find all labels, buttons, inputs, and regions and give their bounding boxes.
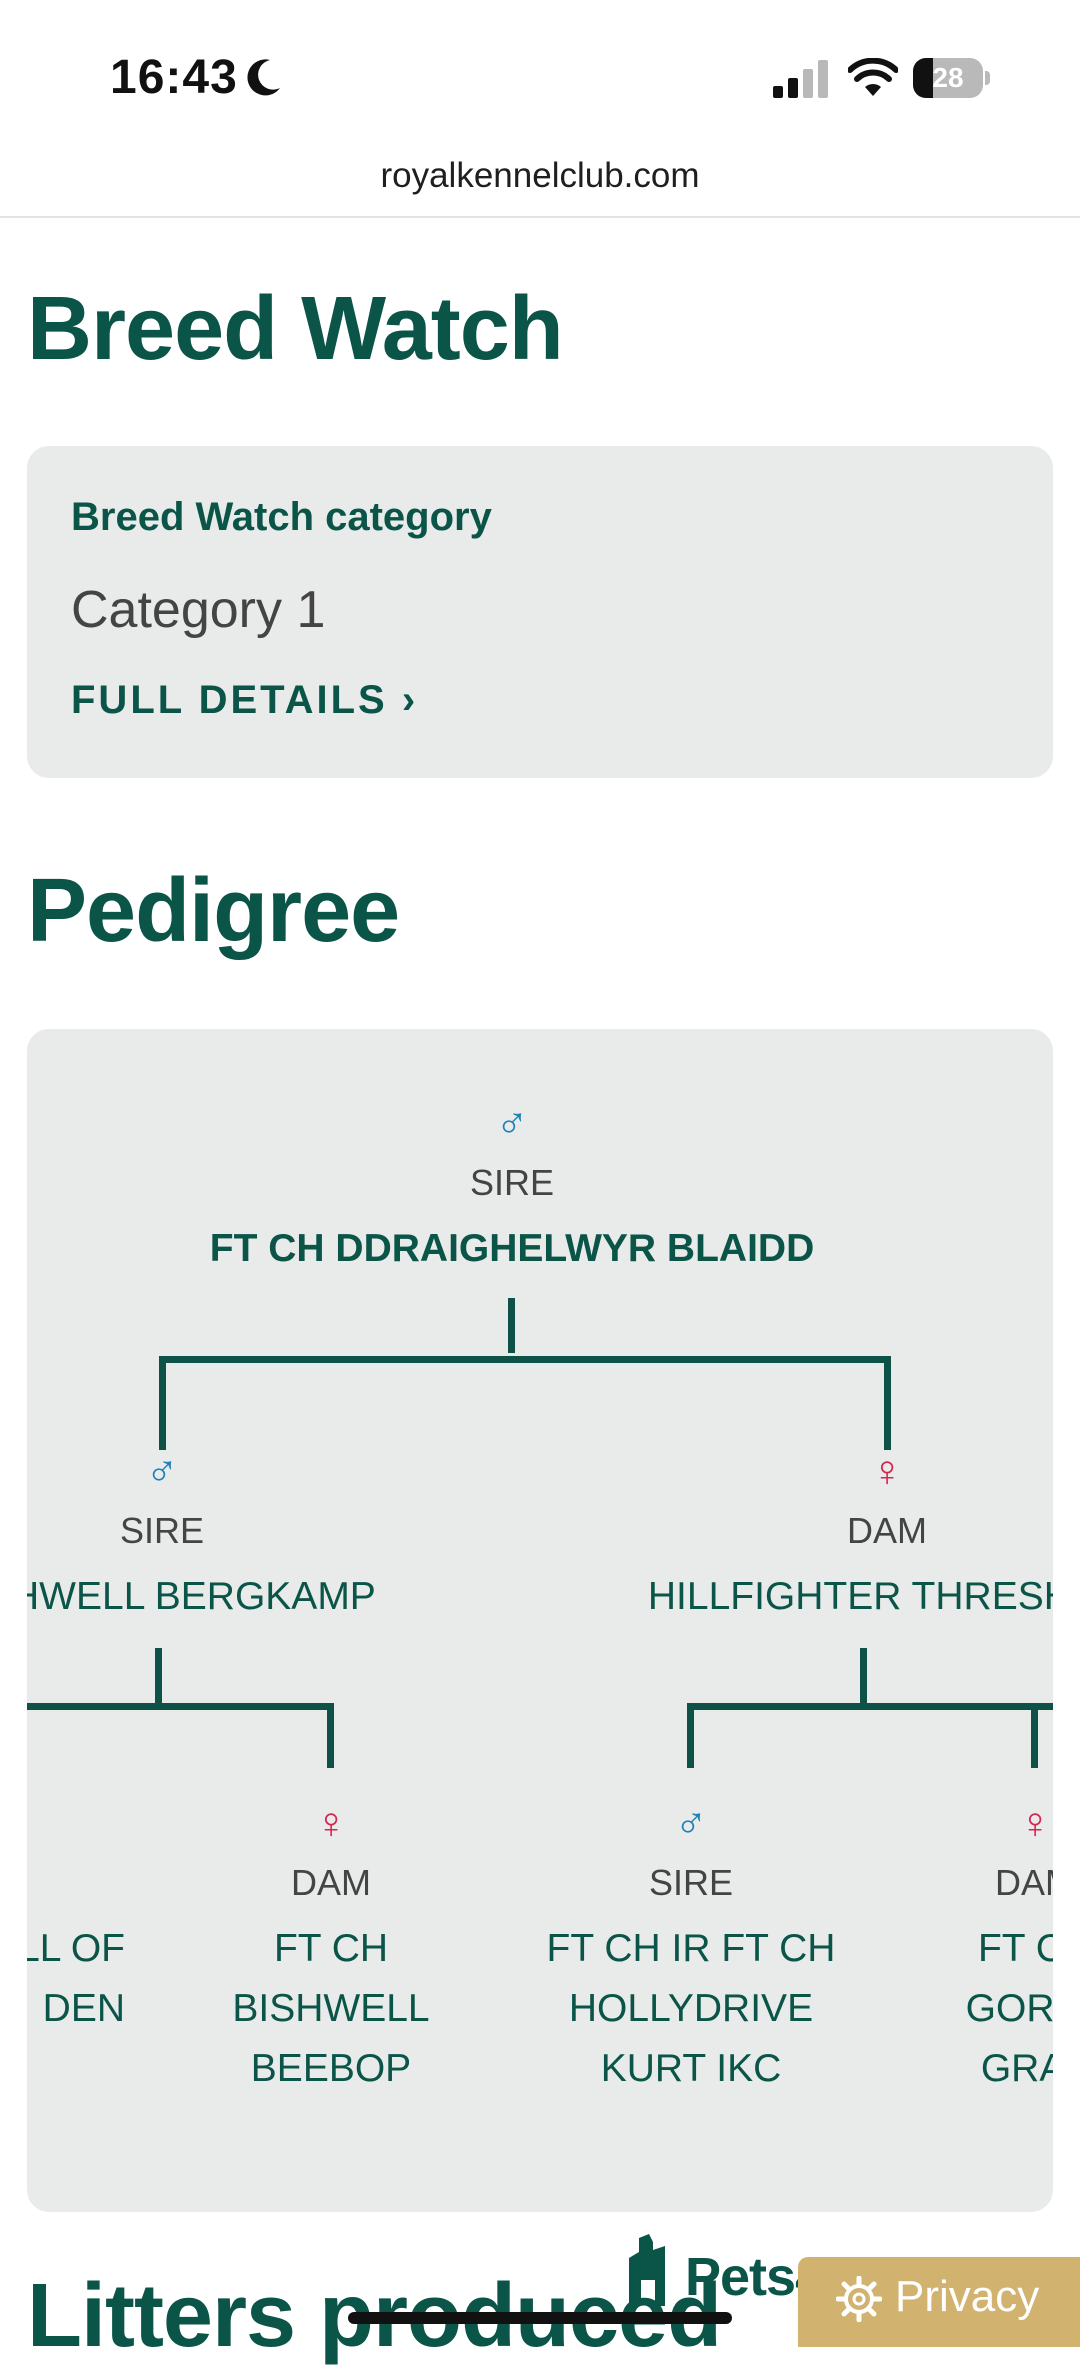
pedigree-node-dam[interactable]: ♀ DAM FT CH BISHWELL BEEBOP <box>201 1799 461 2099</box>
pets4homes-logo-icon <box>629 2234 665 2306</box>
privacy-label[interactable]: Privacy <box>895 2272 1040 2321</box>
male-icon: ♂ <box>145 1447 179 1496</box>
pedigree-card: ♂ SIRE FT CH DDRAIGHELWYR BLAIDD ♂ SIRE … <box>27 1029 1053 2212</box>
female-icon: ♀ <box>314 1799 348 1848</box>
home-indicator[interactable] <box>348 2312 732 2324</box>
cellular-signal-icon <box>773 60 828 98</box>
pedigree-connector <box>159 1356 891 1363</box>
pedigree-connector <box>327 1703 334 1768</box>
node-role: DAM <box>291 1862 371 1903</box>
pedigree-node-sire[interactable]: ♂ SIRE BISHWELL BERGKAMP <box>27 1447 462 1627</box>
node-role: DAM <box>847 1510 927 1551</box>
node-name: FT CH IR FT CH HOLLYDRIVE KURT IKC <box>546 1927 836 2090</box>
pedigree-connector <box>687 1703 1053 1710</box>
node-name: BISHWELL BERGKAMP <box>27 1575 376 1618</box>
battery-percent: 28 <box>932 62 964 93</box>
battery-indicator: 28 <box>913 58 991 98</box>
pedigree-node-dam[interactable]: ♀ DAM FT CH GORZE GRAF <box>935 1799 1053 2099</box>
pedigree-connector <box>508 1298 515 1353</box>
breed-watch-card <box>27 446 1053 778</box>
node-role: DAM <box>995 1862 1053 1903</box>
pedigree-connector <box>1031 1703 1038 1768</box>
full-details-link[interactable]: FULL DETAILS › <box>71 678 419 722</box>
node-name: FT CH DDRAIGHELWYR BLAIDD <box>209 1227 815 1270</box>
female-icon: ♀ <box>1018 1799 1052 1848</box>
pedigree-connector <box>159 1356 166 1450</box>
pedigree-node-sire[interactable]: ♂ SIRE H ILL OF DEN <box>27 1799 125 2039</box>
pedigree-node-sire[interactable]: ♂ SIRE FT CH IR FT CH HOLLYDRIVE KURT IK… <box>531 1799 851 2099</box>
pedigree-connector <box>687 1703 694 1768</box>
pedigree-connector <box>155 1648 162 1706</box>
moon-icon <box>247 59 280 96</box>
breed-watch-category-label: Breed Watch category <box>71 495 492 539</box>
node-name: H ILL OF DEN <box>27 1927 125 2030</box>
male-icon: ♂ <box>674 1799 708 1848</box>
breed-watch-heading: Breed Watch <box>27 279 564 379</box>
node-name: FT CH GORZE GRAF <box>965 1927 1053 2090</box>
node-name: FT CH BISHWELL BEEBOP <box>232 1927 430 2090</box>
node-role: SIRE <box>648 1862 734 1903</box>
node-role: SIRE <box>469 1162 555 1203</box>
pedigree-connector <box>884 1356 891 1450</box>
gear-icon <box>836 2276 882 2322</box>
wifi-icon <box>848 58 898 96</box>
breed-watch-category-value: Category 1 <box>71 581 326 639</box>
female-icon: ♀ <box>870 1447 904 1496</box>
pedigree-connector <box>860 1648 867 1706</box>
pedigree-connector <box>27 1703 334 1710</box>
address-bar-url[interactable]: royalkennelclub.com <box>380 156 700 195</box>
node-role: SIRE <box>119 1510 205 1551</box>
node-name: HILLFIGHTER THRESHER <box>647 1575 1053 1618</box>
pedigree-heading: Pedigree <box>27 861 400 961</box>
pedigree-root-node[interactable]: ♂ SIRE FT CH DDRAIGHELWYR BLAIDD <box>162 1099 862 1279</box>
pedigree-node-dam[interactable]: ♀ DAM HILLFIGHTER THRESHER <box>587 1447 1053 1627</box>
male-icon: ♂ <box>495 1099 529 1148</box>
status-time: 16:43 <box>110 51 238 104</box>
toolbar-divider <box>0 216 1080 218</box>
